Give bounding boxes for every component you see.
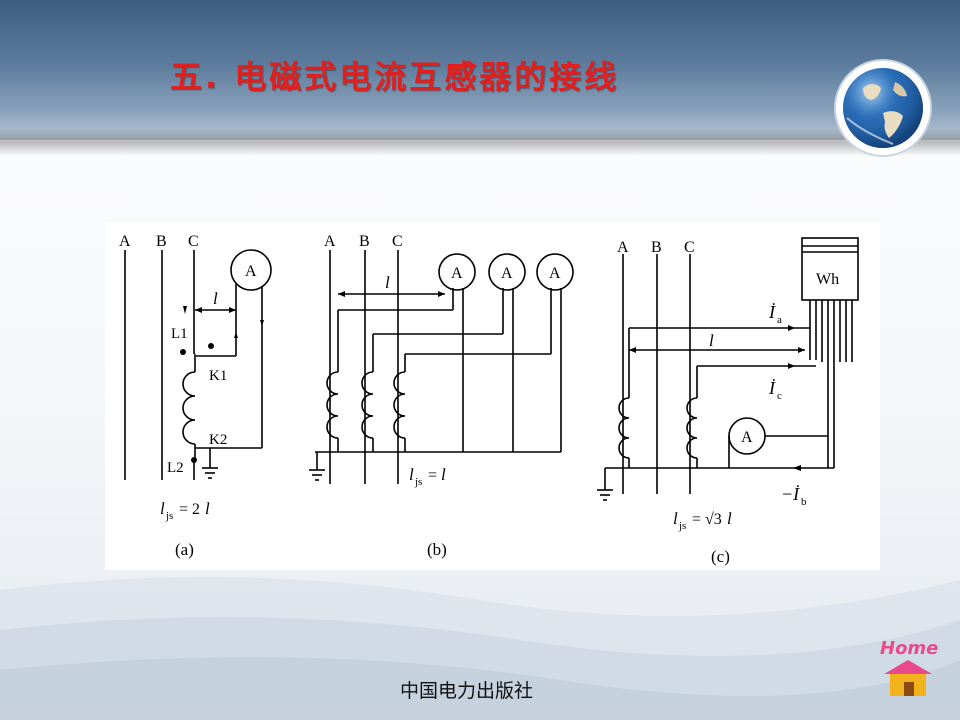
svg-text:=: = <box>428 467 437 484</box>
svg-text:l: l <box>727 509 732 528</box>
phase-label: A <box>617 239 629 256</box>
background-waves <box>0 577 960 720</box>
current-ib-label: −İ b <box>781 484 807 508</box>
formula-c: l js = √3 l <box>673 509 732 532</box>
formula-b: l js = l <box>409 465 446 488</box>
globe-icon <box>834 59 932 157</box>
length-label: l <box>709 331 714 350</box>
current-ic-label: İ c <box>768 378 782 402</box>
ammeter-label: A <box>245 263 257 280</box>
phase-label: B <box>651 239 662 256</box>
svg-text:js: js <box>165 510 173 522</box>
ct-wiring-figure: A B C A l L1 K1 K2 L2 l js = 2 l (a) A B… <box>105 222 880 570</box>
svg-text:l: l <box>160 499 165 518</box>
terminal-label: K2 <box>209 432 227 448</box>
svg-text:−İ: −İ <box>781 484 800 504</box>
ammeter-label: A <box>501 265 513 282</box>
phase-label: A <box>324 233 336 250</box>
ammeter-label: A <box>741 429 753 446</box>
svg-text:l: l <box>409 465 414 484</box>
phase-label: C <box>684 239 695 256</box>
publisher-footer: 中国电力出版社 <box>400 680 534 702</box>
ct-wiring-diagram: A B C A l L1 K1 K2 L2 l js = 2 l (a) A B… <box>119 233 859 566</box>
svg-text:= √3: = √3 <box>692 511 722 528</box>
house-icon <box>884 660 932 696</box>
length-label: l <box>213 289 218 308</box>
phase-label: C <box>392 233 403 250</box>
formula-a: l js = 2 l <box>160 499 210 522</box>
svg-text:b: b <box>801 496 807 508</box>
caption-a: (a) <box>175 540 194 559</box>
phase-label: B <box>359 233 370 250</box>
header-banner <box>0 0 960 140</box>
header-divider <box>0 128 960 156</box>
watt-hour-meter-label: Wh <box>816 271 839 288</box>
svg-text:l: l <box>673 509 678 528</box>
svg-text:js: js <box>414 476 422 488</box>
phase-label: A <box>119 233 131 250</box>
svg-text:= 2: = 2 <box>179 501 200 518</box>
current-ia-label: İ a <box>768 302 782 326</box>
svg-text:a: a <box>777 314 782 326</box>
length-label: l <box>385 273 390 292</box>
terminal-label: L2 <box>167 460 184 476</box>
svg-text:İ: İ <box>768 302 776 322</box>
ammeter-label: A <box>549 265 561 282</box>
page-title: 五. 电磁式电流互感器的接线 <box>170 58 620 96</box>
phase-label: B <box>156 233 167 250</box>
terminal-label: L1 <box>171 326 188 342</box>
ammeter-label: A <box>451 265 463 282</box>
caption-b: (b) <box>427 540 447 559</box>
svg-text:l: l <box>205 499 210 518</box>
phase-label: C <box>188 233 199 250</box>
svg-text:İ: İ <box>768 378 776 398</box>
svg-text:c: c <box>777 390 782 402</box>
svg-text:l: l <box>441 465 446 484</box>
home-button[interactable]: Home <box>876 636 940 700</box>
home-label: Home <box>880 638 939 659</box>
terminal-label: K1 <box>209 368 227 384</box>
svg-text:js: js <box>678 520 686 532</box>
caption-c: (c) <box>711 547 730 566</box>
